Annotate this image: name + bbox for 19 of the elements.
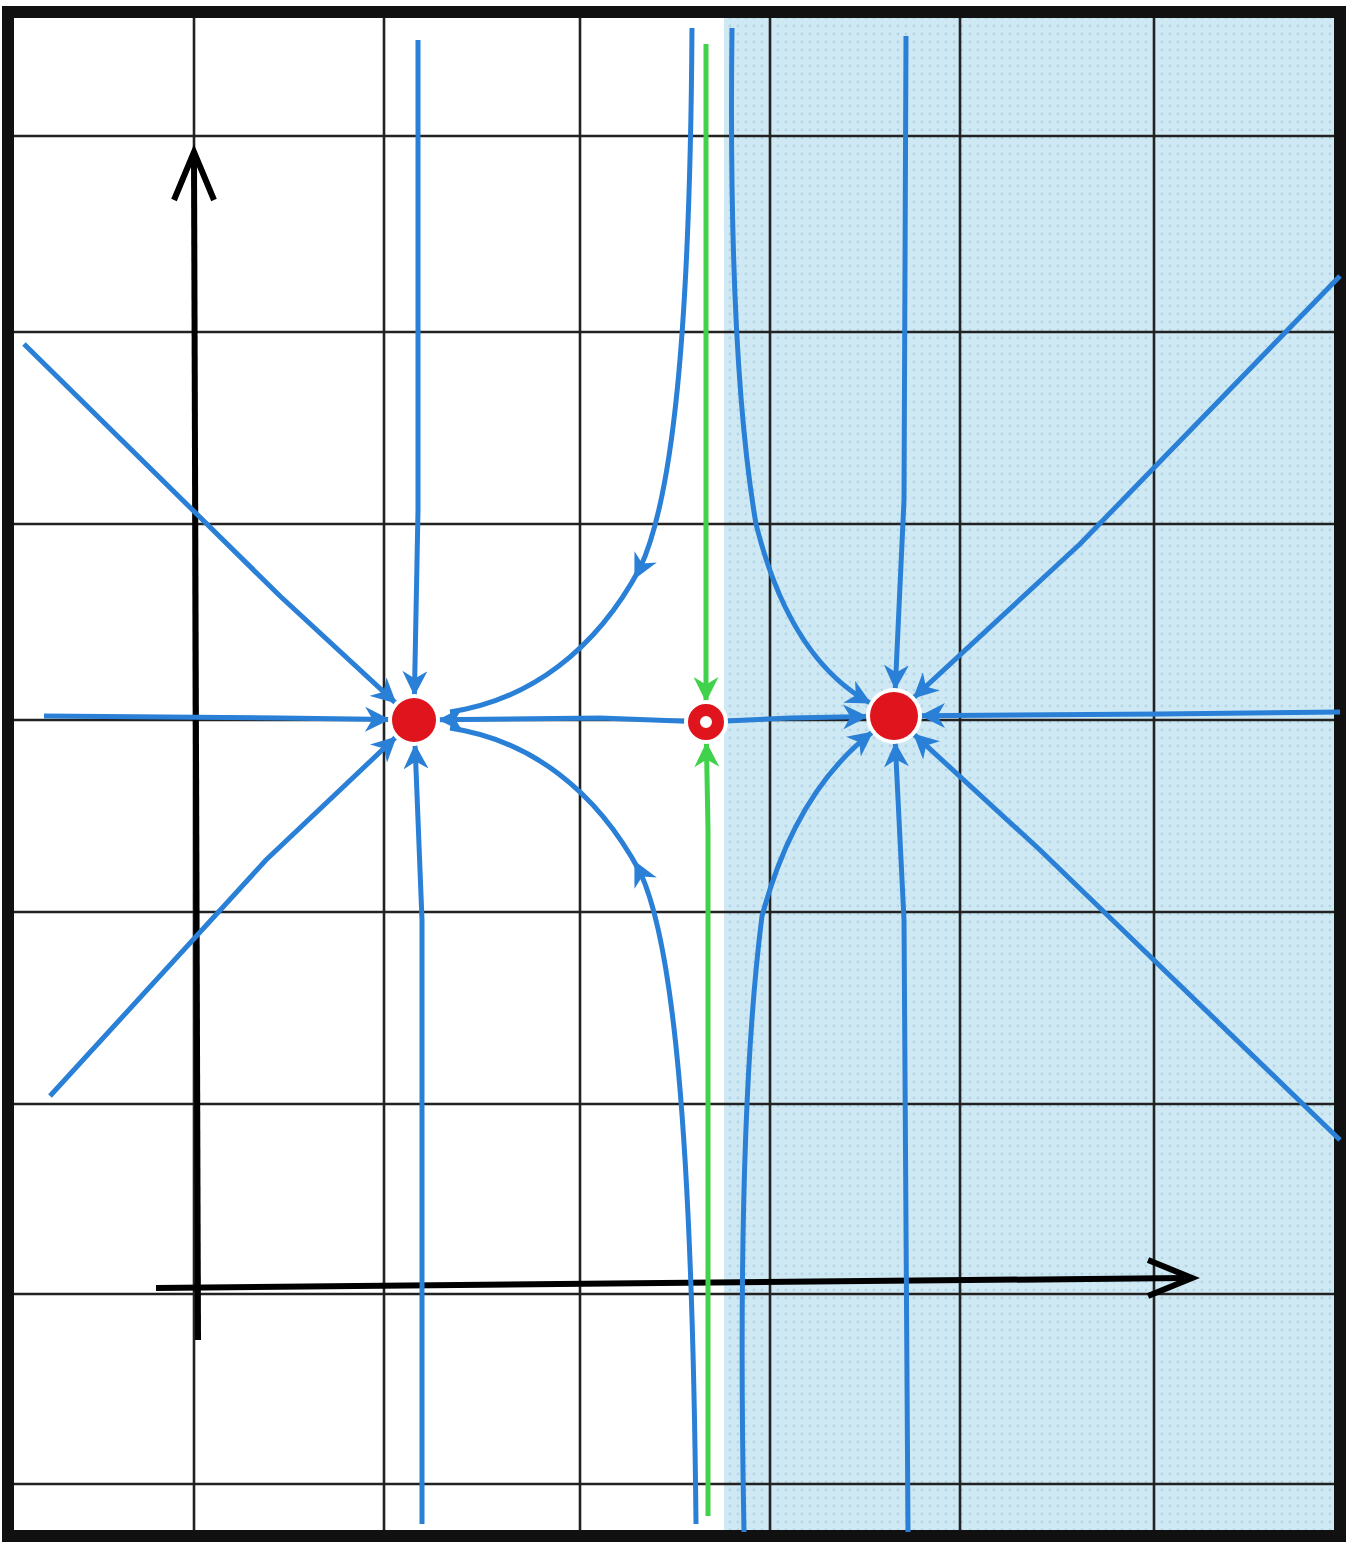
trajectory-arrow bbox=[920, 703, 1341, 729]
trajectory-arrow bbox=[403, 743, 429, 1524]
trajectory-arrow bbox=[22, 342, 399, 706]
trajectory-arrow bbox=[43, 706, 391, 732]
equilibrium-point bbox=[688, 704, 724, 740]
trajectory-arrow bbox=[911, 731, 1342, 1142]
trajectory-arrow bbox=[729, 28, 873, 706]
trajectory-arrow bbox=[693, 44, 719, 702]
trajectory-arrow bbox=[402, 40, 428, 697]
trajectory-arrow bbox=[725, 704, 869, 730]
trajectory-arrow bbox=[437, 707, 687, 732]
trajectory-arrow bbox=[883, 741, 911, 1532]
trajectory-arrow bbox=[883, 36, 909, 691]
equilibrium-point bbox=[392, 698, 436, 742]
trajectory-arrow bbox=[911, 274, 1342, 701]
equilibrium-point bbox=[870, 692, 918, 740]
trajectory-arrow bbox=[739, 729, 875, 1533]
trajectory-arrow bbox=[694, 741, 720, 1516]
trajectory-arrow bbox=[48, 734, 399, 1098]
